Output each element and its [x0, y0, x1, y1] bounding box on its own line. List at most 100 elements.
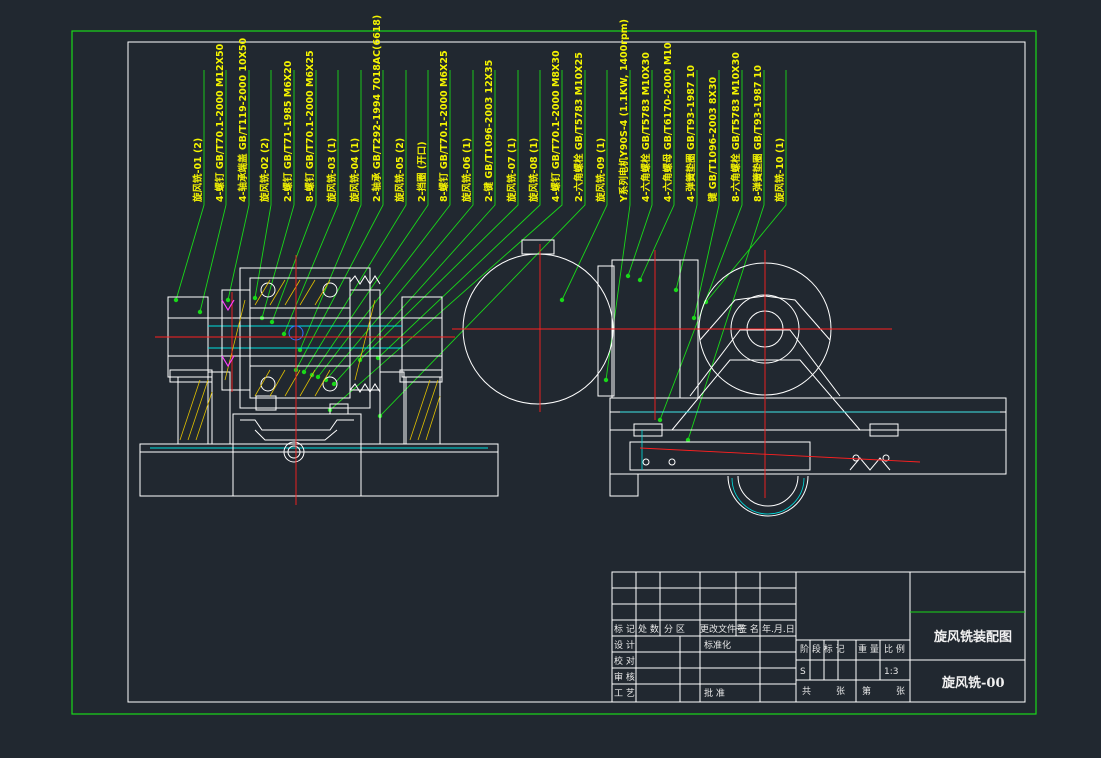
callout-leader: [705, 70, 787, 303]
callout-label: 4-六角螺母 GB/T6170-2000 M10: [662, 42, 674, 202]
rev-header-zone: 分 区: [664, 624, 685, 635]
callout-dot: [685, 437, 691, 443]
sheet-no-label: 第: [862, 685, 871, 697]
callout-leader: [261, 70, 295, 319]
callout-leader: [333, 70, 496, 385]
callout-leader: [227, 70, 250, 301]
right-side-view: [462, 239, 1007, 517]
sheet-total-unit: 张: [836, 686, 845, 697]
callout-leader: [295, 70, 384, 371]
callout-label: 键 GB/T1096-2003 8X30: [707, 77, 719, 203]
weight-header: 重 量: [858, 643, 879, 655]
drawing-code: 旋风铣-00: [941, 675, 1005, 691]
callout-label: 4-弹簧垫圈 GB/T93-1987 10: [685, 65, 697, 202]
rev-header-date: 年.月.日: [762, 623, 795, 635]
callout-label: 2-六角螺栓 GB/T5783 M10X25: [573, 52, 585, 202]
callout-leader: [675, 70, 698, 291]
callout-leader: [639, 70, 675, 281]
callout-dot: [603, 377, 609, 383]
callout-label: 旋风铣-09 (1): [595, 138, 607, 203]
callout-dot: [657, 417, 663, 423]
stage-header: 阶 段 标 记: [800, 643, 845, 655]
callout-label: 4-六角螺栓 GB/T5783 M10X30: [640, 52, 652, 202]
callout-leader: [561, 70, 608, 301]
center-lines-left: [155, 255, 455, 505]
title-block-text: 标 记 处 数 分 区 更改文件号 签 名 年.月.日 设 计 校 对 审 核 …: [614, 623, 1012, 699]
callout-dot: [281, 331, 287, 337]
role-process: 工 艺: [614, 688, 635, 699]
callout-dot: [252, 295, 258, 301]
callout-leader: [271, 70, 317, 323]
callout-leader: [199, 70, 227, 313]
callout-leader: [359, 70, 519, 361]
callout-dot: [673, 287, 679, 293]
callout-dot: [691, 315, 697, 321]
callout-leader: [254, 70, 272, 299]
rev-header-count: 处 数: [638, 623, 659, 635]
rev-header-sign: 签 名: [738, 623, 759, 635]
callout-label: 4-轴承端盖 GB/T119-2000 10X50: [237, 37, 249, 202]
inner-frame: [127, 41, 1026, 703]
callout-leader: [693, 70, 720, 319]
callout-leader: [283, 70, 339, 335]
callout-leader: [325, 70, 474, 381]
callout-label: 旋风铣-01 (2): [192, 138, 204, 203]
callout-label: 旋风铣-05 (2): [394, 138, 406, 203]
callout-dot: [197, 309, 203, 315]
callout-dot: [225, 297, 231, 303]
callout-leader: [329, 70, 563, 411]
callout-label: 2-挡圈 (开口): [416, 141, 428, 202]
callout-label: 8-螺钉 GB/T70.1-2000 M6X25: [438, 50, 450, 202]
callout-leader: [317, 70, 451, 378]
rev-header-mark: 标 记: [614, 623, 635, 635]
callout-leader: [687, 70, 765, 441]
callout-label: 旋风铣-04 (1): [349, 138, 361, 203]
hidden-lines-right: [620, 411, 1000, 515]
callout-label: 旋风铣-06 (1): [461, 138, 473, 203]
title-block: [611, 571, 1026, 703]
callout-label: 8-螺钉 GB/T70.1-2000 M6X25: [304, 50, 316, 202]
callout-dot: [559, 297, 565, 303]
callout-leader: [379, 70, 586, 417]
scale-header: 比 例: [884, 643, 905, 655]
standardize-label: 标准化: [704, 639, 731, 651]
callout-dot: [625, 273, 631, 279]
drawing-title: 旋风铣装配图: [933, 629, 1012, 645]
callout-label: 旋风铣-02 (2): [259, 138, 271, 203]
callout-leader: [377, 70, 541, 359]
callout-label: Y系列电机Y90S-4 (1.1KW, 1400rpm): [618, 19, 630, 203]
outer-frame: [71, 30, 1037, 715]
callout-dot: [375, 355, 381, 361]
stage-mark: S: [800, 667, 806, 677]
callout-label: 2-轴承 GB/T292-1994 7018AC(6618): [371, 15, 383, 202]
callout-leader: [299, 70, 362, 351]
approve-label: 批 准: [704, 687, 725, 699]
callout-label: 8-弹簧垫圈 GB/T93-1987 10: [752, 65, 764, 202]
sheet-total-label: 共: [802, 686, 811, 697]
callout-label: 旋风铣-10 (1): [774, 138, 786, 203]
callout-label: 旋风铣-07 (1): [506, 138, 518, 203]
marker-arrows: [221, 299, 235, 368]
callout-label: 8-六角螺栓 GB/T5783 M10X30: [730, 52, 742, 202]
callout-label: 2-键 GB/T1096-2003 12X35: [483, 60, 495, 202]
callout-dot: [637, 277, 643, 283]
callout-label: 4-螺钉 GB/T70.1-2000 M8X30: [550, 50, 562, 202]
role-check: 校 对: [614, 655, 635, 667]
callout-dot: [301, 369, 307, 375]
callout-label: 旋风铣-03 (1): [326, 138, 338, 203]
callout-dot: [269, 319, 275, 325]
sheet-no-unit: 张: [896, 686, 905, 697]
callout-leader: [303, 70, 407, 373]
callout-dot: [331, 381, 337, 387]
center-lines-right: [452, 244, 921, 498]
callout-dot: [315, 374, 321, 380]
callout-leader: [175, 70, 205, 301]
role-review: 审 核: [614, 671, 635, 683]
callout-label: 2-螺钉 GB/T71-1985 M6X20: [282, 60, 294, 202]
left-section-view: [139, 267, 499, 497]
callout-leader: [627, 70, 653, 277]
scale-value: 1:3: [884, 667, 898, 677]
hatch-areas-left: [179, 279, 441, 441]
